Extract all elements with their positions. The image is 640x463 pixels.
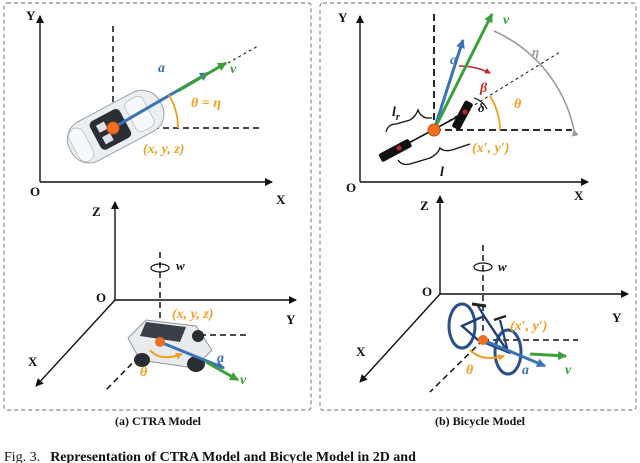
- position-label: (x′, y′): [472, 141, 509, 156]
- a-vector-3d: [482, 338, 546, 368]
- v-vector-label: v: [503, 13, 510, 28]
- rotation-arrow-w: [150, 263, 170, 273]
- v-vector-3d-label: v: [565, 363, 572, 378]
- v-vector-3d: [529, 351, 567, 361]
- y-axis-label: Y: [338, 10, 348, 25]
- y-axis-label: Y: [26, 8, 36, 23]
- center-point-3d: [478, 335, 488, 345]
- rotation-arrow-w: [473, 262, 493, 272]
- center-point-3d: [155, 337, 165, 347]
- bicycle-3d-diagram: Z Y X O w (x′, y′) θ a v: [356, 195, 629, 393]
- v-vector-3d: [205, 360, 239, 382]
- x-axis-3d: [35, 299, 116, 387]
- a-vector-3d-label: a: [522, 363, 529, 378]
- bicycle-2d-diagram: Y X O v a η β δ θ lr l (x′, y′): [338, 10, 589, 203]
- theta-eta-label: θ = η: [191, 96, 221, 111]
- lr-label: lr: [392, 105, 400, 123]
- diagonal-dashed-ground: [429, 339, 484, 393]
- panel-right-border: [319, 2, 637, 411]
- v-vector-3d-label: v: [240, 373, 247, 388]
- lr-main: l: [392, 105, 396, 120]
- delta-arc: [473, 97, 488, 110]
- lr-brace: [385, 107, 432, 133]
- figure-caption: Fig. 3. Representation of CTRA Model and …: [4, 450, 416, 463]
- x-axis-3d-label: X: [356, 344, 366, 359]
- x-axis-label: X: [574, 188, 584, 203]
- heading-dashed-line: [433, 51, 561, 131]
- theta-arc-3d: [469, 349, 505, 361]
- a-vector-label: a: [450, 53, 457, 68]
- a-vector: [432, 39, 465, 131]
- origin-label: O: [30, 184, 40, 199]
- rotation-w-label: w: [498, 259, 507, 274]
- heading-dashed-guide: [112, 45, 259, 129]
- rotation-w-label: w: [176, 258, 185, 273]
- beta-arc: [458, 65, 491, 74]
- z-axis-label: Z: [92, 204, 101, 219]
- origin-3d-label: O: [96, 290, 106, 305]
- a-vector-3d: [159, 340, 225, 370]
- rear-wheel-marker: [396, 145, 402, 151]
- origin-3d-label: O: [422, 284, 432, 299]
- position-3d-label: (x, y, z): [172, 307, 213, 322]
- x-axis-3d-label: X: [28, 354, 38, 369]
- figure-caption-text: Representation of CTRA Model and Bicycle…: [50, 450, 416, 463]
- ctra-2d-diagram: Y X O a v θ = η (x, y, z): [26, 8, 286, 207]
- panel-a-caption: (a) CTRA Model: [115, 414, 202, 428]
- origin-label: O: [346, 180, 356, 195]
- eta-label: η: [532, 44, 539, 59]
- l-label: l: [440, 165, 444, 180]
- theta-3d-label: θ: [140, 365, 148, 380]
- z-axis-label: Z: [420, 198, 429, 213]
- lr-subscript: r: [396, 112, 400, 123]
- theta-label: θ: [514, 97, 522, 112]
- x-axis-3d: [359, 293, 441, 383]
- theta-arc: [489, 95, 501, 131]
- v-vector: [432, 13, 494, 131]
- front-wheel: [452, 100, 473, 130]
- l-brace: [397, 143, 471, 166]
- y-axis-3d-label: Y: [286, 312, 296, 327]
- theta-arc-3d: [149, 349, 183, 360]
- x-axis-label: X: [276, 192, 286, 207]
- beta-label: β: [479, 81, 488, 96]
- figure-caption-prefix: Fig. 3.: [4, 450, 40, 463]
- center-point: [106, 121, 120, 135]
- v-vector: [177, 61, 227, 93]
- ctra-3d-diagram: Z Y X O w (x, y, z) θ a v: [28, 201, 297, 393]
- rear-wheel: [378, 139, 412, 162]
- position-3d-label: (x′, y′): [510, 319, 547, 334]
- y-axis-3d-label: Y: [612, 310, 622, 325]
- a-vector-label: a: [158, 61, 165, 76]
- front-wheel-marker: [462, 109, 468, 115]
- eta-arc: [493, 30, 579, 137]
- bicycle-3d-view: [447, 302, 523, 376]
- center-point: [427, 123, 441, 137]
- v-vector-label: v: [230, 62, 237, 77]
- panel-left-border: [3, 2, 312, 411]
- position-label: (x, y, z): [143, 142, 184, 157]
- theta-arc: [168, 94, 179, 129]
- delta-label: δ: [478, 100, 485, 115]
- theta-3d-label: θ: [466, 363, 474, 378]
- panel-b-caption: (b) Bicycle Model: [435, 414, 526, 428]
- a-vector-3d-label: a: [217, 351, 224, 366]
